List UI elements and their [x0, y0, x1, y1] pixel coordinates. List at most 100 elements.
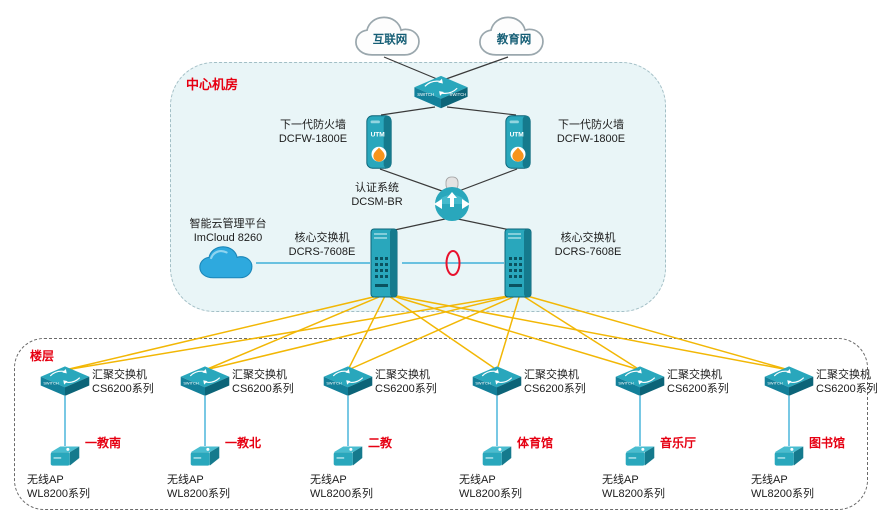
- ap-label: 无线AP WL8200系列: [310, 474, 373, 501]
- education-cloud-icon: 教育网: [476, 14, 552, 60]
- wireless-ap-icon: [45, 442, 85, 472]
- switch-model: CS6200系列: [92, 382, 154, 395]
- switch-text: SWITCH: [618, 381, 634, 386]
- ap-label: 无线AP WL8200系列: [167, 474, 230, 501]
- building-name: 体育馆: [517, 436, 554, 450]
- ap-name: 无线AP: [602, 474, 639, 486]
- aggregation-switch-icon: SWITCH: [471, 364, 523, 400]
- ap-label: 无线AP WL8200系列: [751, 474, 814, 501]
- switch-name: 汇聚交换机: [232, 369, 287, 381]
- ap-name: 无线AP: [27, 474, 64, 486]
- wireless-ap-icon: [477, 442, 517, 472]
- firewall-name: 下一代防火墙: [558, 119, 624, 131]
- ap-model: WL8200系列: [459, 487, 522, 500]
- switch-name: 汇聚交换机: [524, 369, 579, 381]
- switch-model: CS6200系列: [667, 382, 729, 395]
- cloud-platform-icon: [196, 244, 260, 282]
- building-name: 一教北: [225, 436, 262, 450]
- ap-name: 无线AP: [310, 474, 347, 486]
- aggregation-switch-icon: SWITCH: [39, 364, 91, 400]
- aggregation-switch-label: 汇聚交换机 CS6200系列: [232, 369, 306, 396]
- switch-model: CS6200系列: [524, 382, 586, 395]
- core-switch-right-icon: [500, 227, 540, 299]
- core-switch-left-icon: [366, 227, 406, 299]
- aggregation-switch-icon: SWITCH: [179, 364, 231, 400]
- auth-model: DCSM-BR: [351, 195, 403, 208]
- utm-text: UTM: [371, 131, 386, 138]
- firewall-model: DCFW-1800E: [278, 132, 348, 145]
- switch-model: CS6200系列: [816, 382, 878, 395]
- ap-model: WL8200系列: [751, 487, 814, 500]
- floors-label: 楼层: [30, 349, 55, 363]
- aggregation-switch-icon: SWITCH: [614, 364, 666, 400]
- center-room-label: 中心机房: [186, 77, 239, 92]
- aggregation-switch-label: 汇聚交换机 CS6200系列: [375, 369, 449, 396]
- aggregation-switch-icon: SWITCH: [763, 364, 815, 400]
- aggregation-switch-label: 汇聚交换机 CS6200系列: [816, 369, 884, 396]
- firewall-left-label: 下一代防火墙 DCFW-1800E: [258, 119, 368, 146]
- internet-cloud-label: 互联网: [372, 33, 408, 46]
- wireless-ap-icon: [769, 442, 809, 472]
- cloud-platform-label: 智能云管理平台 ImCloud 8260: [172, 218, 284, 245]
- switch-text: SWITCH: [183, 381, 199, 386]
- core-name: 核心交换机: [560, 232, 616, 244]
- auth-system-label: 认证系统 DCSM-BR: [328, 182, 426, 209]
- link-aggregation-oval-icon: [444, 249, 462, 277]
- switch-text: SWITCH: [417, 92, 434, 97]
- cloud-platform-name: 智能云管理平台: [189, 218, 267, 230]
- firewall-model: DCFW-1800E: [556, 132, 626, 145]
- building-group: SWITCH 汇聚交换机 CS6200系列 音乐厅 无线AP WL8200系列: [590, 364, 740, 510]
- ap-label: 无线AP WL8200系列: [27, 474, 90, 501]
- aggregation-switch-label: 汇聚交换机 CS6200系列: [92, 369, 166, 396]
- aggregation-switch-label: 汇聚交换机 CS6200系列: [524, 369, 598, 396]
- switch-name: 汇聚交换机: [375, 369, 430, 381]
- building-group: SWITCH 汇聚交换机 CS6200系列 一教北 无线AP WL8200系列: [155, 364, 305, 510]
- core-name: 核心交换机: [294, 232, 350, 244]
- cloud-platform-model: ImCloud 8260: [193, 231, 263, 244]
- building-group: SWITCH 汇聚交换机 CS6200系列 一教南 无线AP WL8200系列: [15, 364, 165, 510]
- ap-name: 无线AP: [751, 474, 788, 486]
- top-switch-icon: SWITCH SWITCH: [412, 74, 470, 112]
- wireless-ap-icon: [185, 442, 225, 472]
- core-model: DCRS-7608E: [554, 245, 622, 258]
- wireless-ap-icon: [328, 442, 368, 472]
- building-name: 音乐厅: [660, 436, 697, 450]
- ap-model: WL8200系列: [310, 487, 373, 500]
- auth-name: 认证系统: [355, 182, 399, 194]
- firewall-right-icon: UTM: [503, 113, 533, 171]
- ap-name: 无线AP: [167, 474, 204, 486]
- education-cloud-label: 教育网: [496, 33, 532, 46]
- auth-device-icon: [429, 176, 475, 224]
- firewall-name: 下一代防火墙: [280, 119, 346, 131]
- ap-name: 无线AP: [459, 474, 496, 486]
- firewall-left-icon: UTM: [364, 113, 394, 171]
- core-switch-left-label: 核心交换机 DCRS-7608E: [276, 232, 368, 259]
- firewall-right-label: 下一代防火墙 DCFW-1800E: [536, 119, 646, 146]
- switch-text: SWITCH: [43, 381, 59, 386]
- switch-model: CS6200系列: [232, 382, 294, 395]
- switch-name: 汇聚交换机: [816, 369, 871, 381]
- building-name: 二教: [368, 436, 393, 450]
- building-name: 一教南: [85, 436, 122, 450]
- switch-model: CS6200系列: [375, 382, 437, 395]
- ap-model: WL8200系列: [602, 487, 665, 500]
- switch-text: SWITCH: [326, 381, 342, 386]
- ap-model: WL8200系列: [167, 487, 230, 500]
- building-name: 图书馆: [809, 436, 846, 450]
- switch-name: 汇聚交换机: [92, 369, 147, 381]
- core-model: DCRS-7608E: [288, 245, 356, 258]
- building-group: SWITCH 汇聚交换机 CS6200系列 二教 无线AP WL8200系列: [298, 364, 448, 510]
- building-group: SWITCH 汇聚交换机 CS6200系列 图书馆 无线AP WL8200系列: [739, 364, 884, 510]
- aggregation-switch-icon: SWITCH: [322, 364, 374, 400]
- aggregation-switch-label: 汇聚交换机 CS6200系列: [667, 369, 741, 396]
- ap-model: WL8200系列: [27, 487, 90, 500]
- switch-text: SWITCH: [450, 92, 467, 97]
- switch-text: SWITCH: [475, 381, 491, 386]
- utm-text: UTM: [510, 131, 525, 138]
- building-group: SWITCH 汇聚交换机 CS6200系列 体育馆 无线AP WL8200系列: [447, 364, 597, 510]
- core-switch-right-label: 核心交换机 DCRS-7608E: [542, 232, 634, 259]
- wireless-ap-icon: [620, 442, 660, 472]
- ap-label: 无线AP WL8200系列: [602, 474, 665, 501]
- ap-label: 无线AP WL8200系列: [459, 474, 522, 501]
